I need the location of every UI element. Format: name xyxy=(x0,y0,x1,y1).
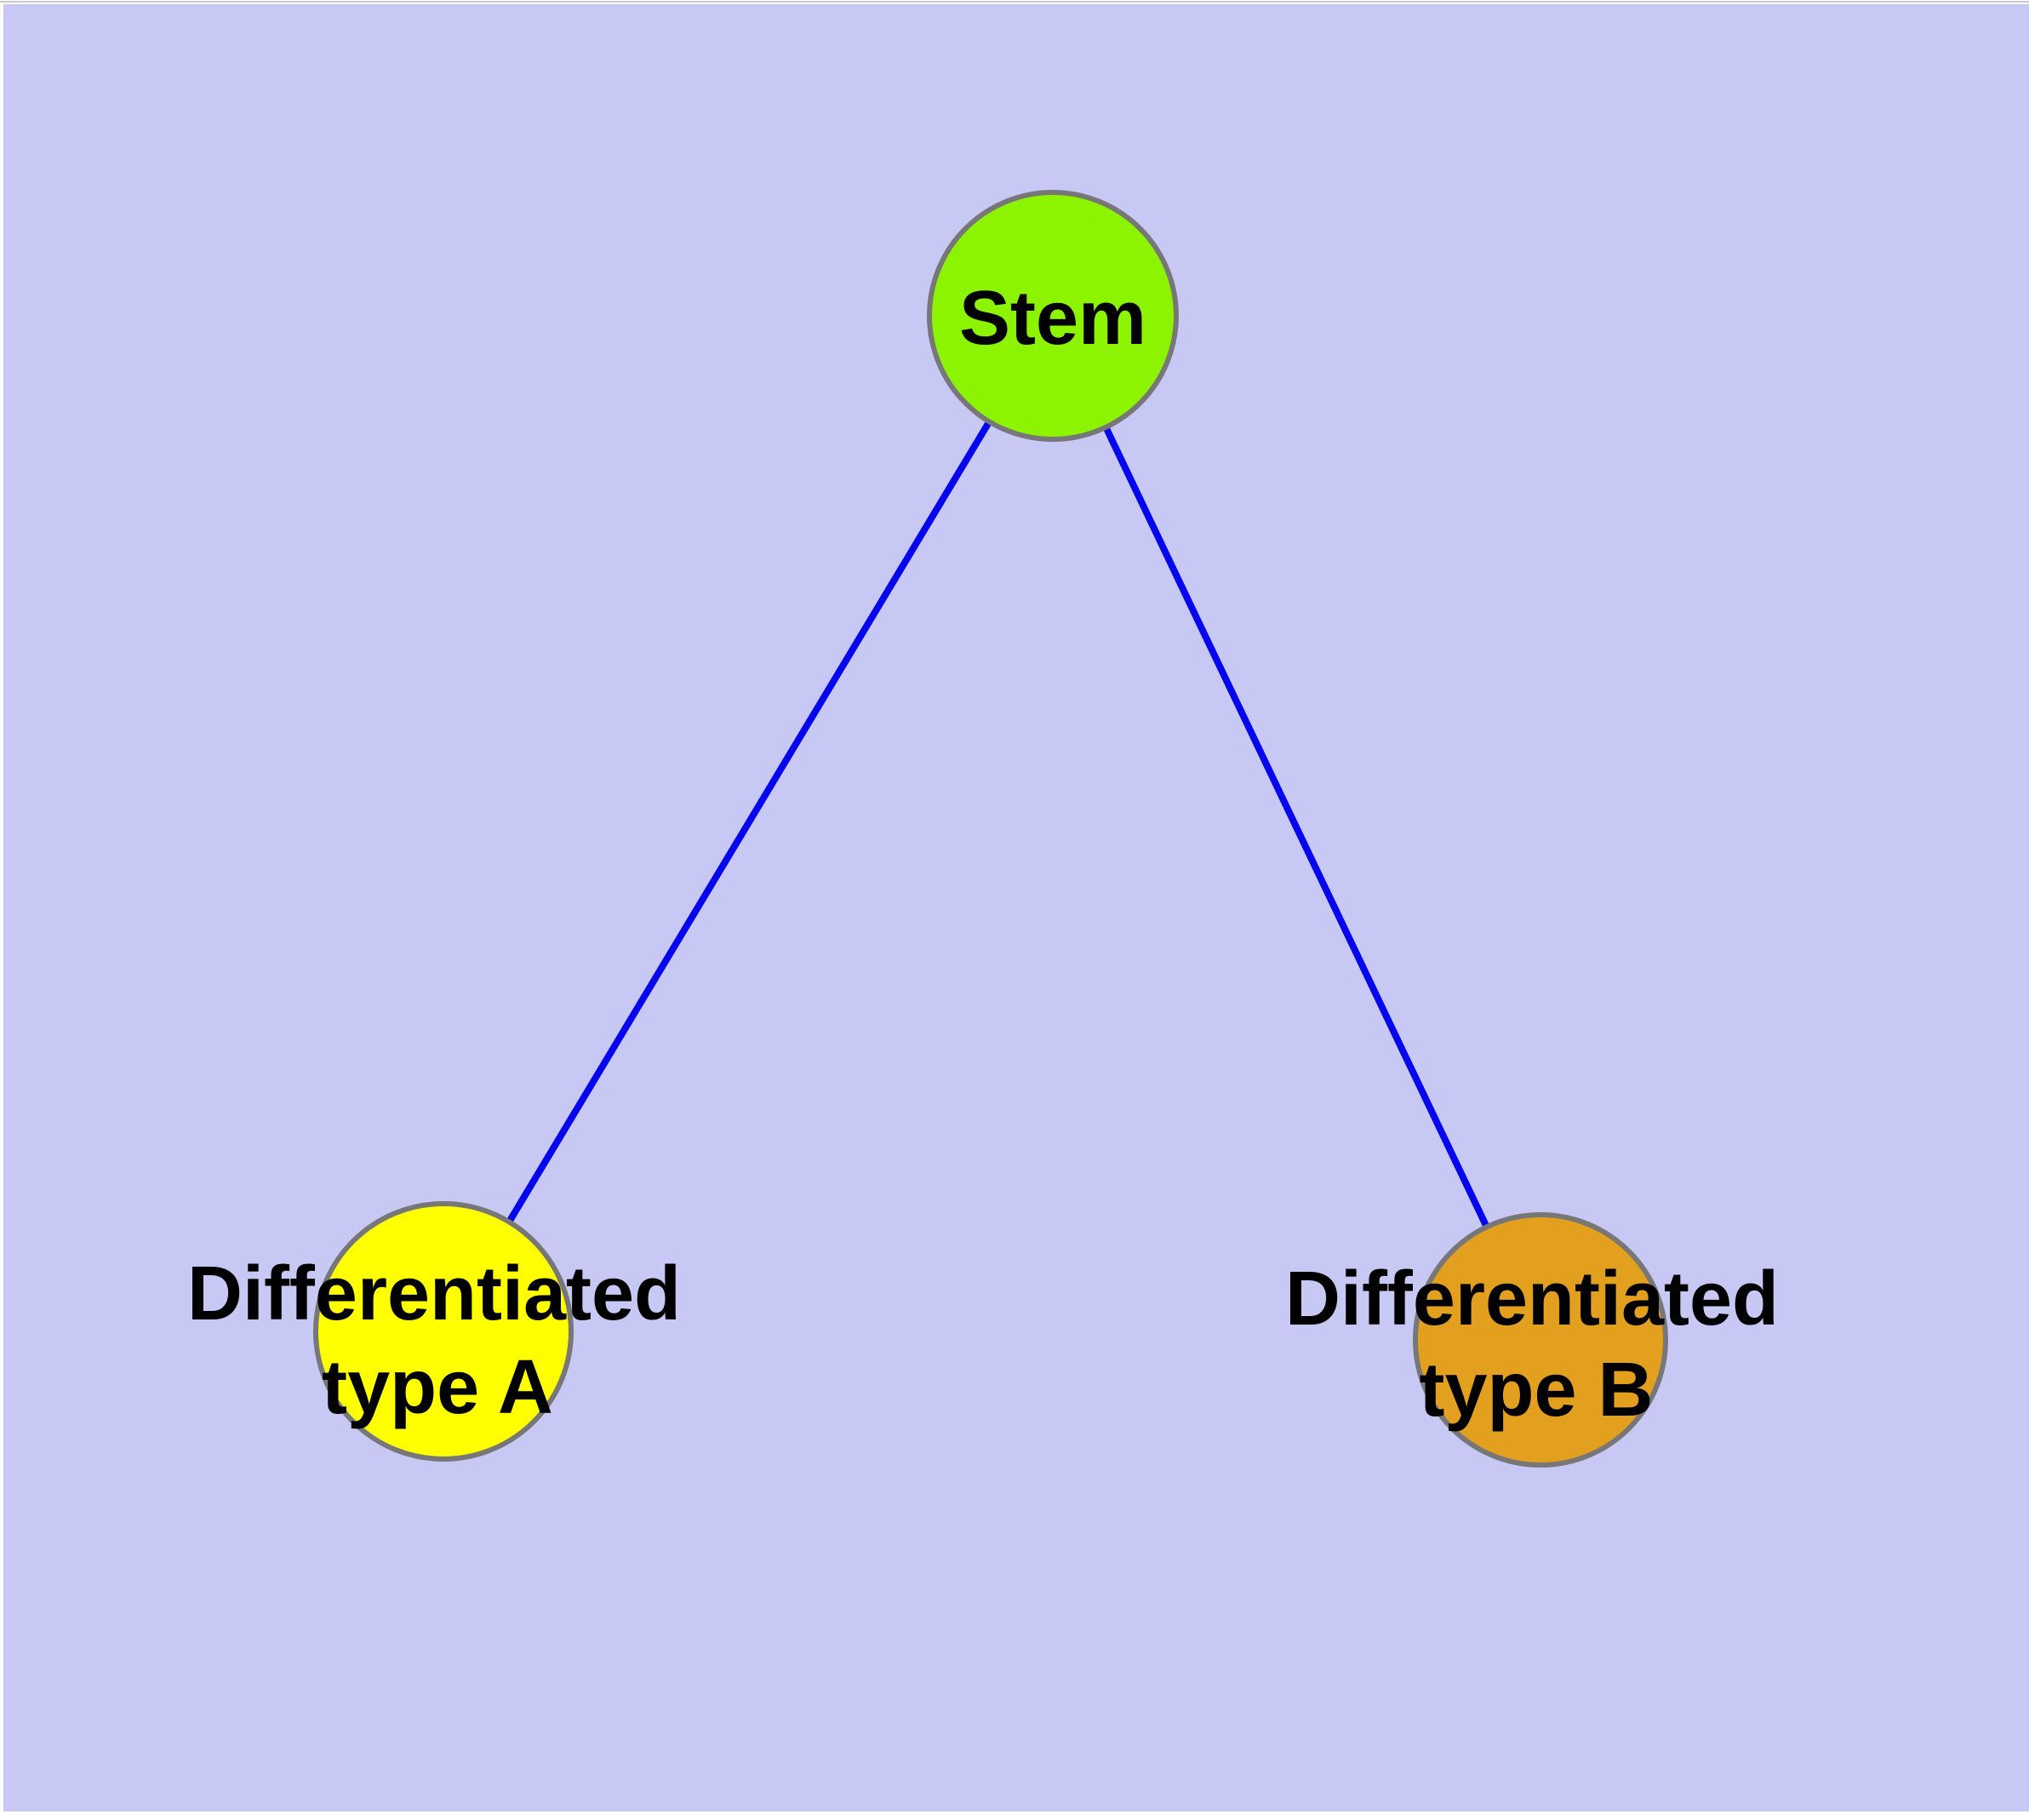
edges xyxy=(440,313,1544,1342)
nodes xyxy=(313,190,1668,1468)
node-differentiated-type-b xyxy=(1413,1212,1668,1468)
label-stem: Stem xyxy=(959,276,1146,361)
label-type-b-line2: type B xyxy=(1419,1348,1653,1433)
node-differentiated-type-a xyxy=(313,1201,574,1462)
node-stem xyxy=(927,190,1179,442)
label-type-b-line1: Differentiated xyxy=(1285,1256,1779,1342)
node-labels: Stem Differentiated type A Differentiate… xyxy=(187,276,1779,1433)
edge-stem-to-type-a xyxy=(440,313,1056,1334)
label-type-a-line1: Differentiated xyxy=(187,1251,681,1336)
top-hairline xyxy=(0,1,2029,3)
edge-stem-to-type-b xyxy=(1049,314,1544,1342)
label-type-a-line2: type A xyxy=(322,1345,553,1430)
